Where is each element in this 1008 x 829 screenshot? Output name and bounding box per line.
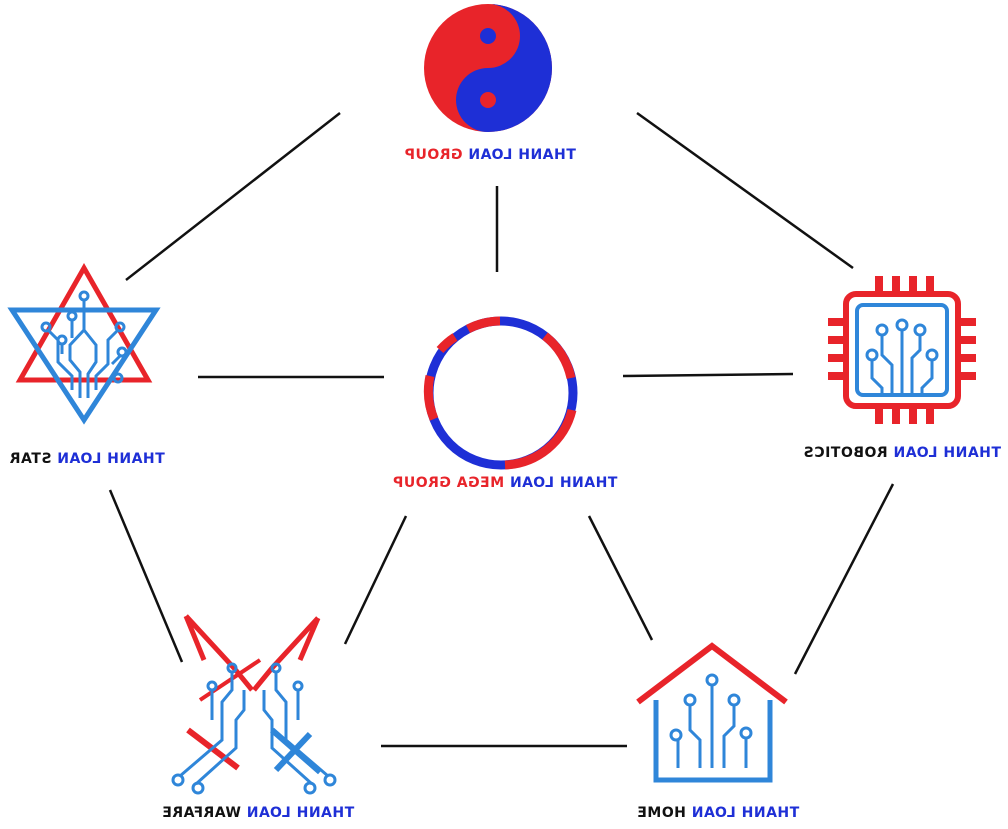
mega-label-part-1: LOAN xyxy=(504,475,559,491)
warfare-label-part-0: THANH xyxy=(296,805,354,821)
crossed-swords-icon xyxy=(171,614,337,795)
robotics-label: THANH LOAN ROBOTICS xyxy=(803,445,1001,461)
star-label-part-1: LOAN xyxy=(51,451,106,467)
edge-star-warfare xyxy=(108,489,184,663)
connector-lines xyxy=(108,111,895,748)
home-label-part-1: LOAN xyxy=(686,805,741,821)
node-robotics: THANH LOAN ROBOTICS xyxy=(803,276,1001,461)
node-group: THANH LOAN GROUP xyxy=(404,4,576,163)
mega-label-part-2: MEGA GROUP xyxy=(393,475,505,491)
edge-mega-home xyxy=(587,515,654,641)
robotics-label-part-2: ROBOTICS xyxy=(803,445,888,461)
mega-label: THANH LOAN MEGA GROUP xyxy=(393,475,618,491)
home-label-part-0: THANH xyxy=(741,805,799,821)
star-label-part-2: STAR xyxy=(9,451,51,467)
robotics-label-part-1: LOAN xyxy=(888,445,943,461)
edge-group-star xyxy=(125,112,341,281)
edge-robotics-home xyxy=(793,483,895,675)
group-label: THANH LOAN GROUP xyxy=(404,147,576,163)
home-label-part-2: HOME xyxy=(637,805,686,821)
circuit-chip-icon xyxy=(828,276,976,424)
node-mega: THANH LOAN MEGA GROUP xyxy=(393,316,618,491)
yin-yang-icon xyxy=(424,4,552,132)
node-home: THANH LOAN HOME xyxy=(636,642,799,821)
ring-icon xyxy=(423,316,578,470)
circuit-star-icon xyxy=(7,262,161,425)
star-label: THANH LOAN STAR xyxy=(9,451,164,467)
edge-mega-warfare xyxy=(343,515,408,645)
warfare-label-part-2: WARFARE xyxy=(162,805,241,821)
warfare-label-part-1: LOAN xyxy=(241,805,296,821)
robotics-label-part-0: THANH xyxy=(943,445,1001,461)
circuit-house-icon xyxy=(636,642,788,783)
mega-label-part-0: THANH xyxy=(559,475,617,491)
home-label: THANH LOAN HOME xyxy=(637,805,799,821)
edge-mega-robotics xyxy=(622,372,794,378)
warfare-label: THANH LOAN WARFARE xyxy=(162,805,354,821)
node-star: THANH LOAN STAR xyxy=(7,262,165,467)
star-label-part-0: THANH xyxy=(107,451,165,467)
edge-group-robotics xyxy=(636,111,854,270)
node-warfare: THANH LOAN WARFARE xyxy=(162,614,354,821)
group-label-part-1: LOAN xyxy=(463,147,518,163)
group-label-part-2: GROUP xyxy=(404,147,462,163)
group-label-part-0: THANH xyxy=(518,147,576,163)
